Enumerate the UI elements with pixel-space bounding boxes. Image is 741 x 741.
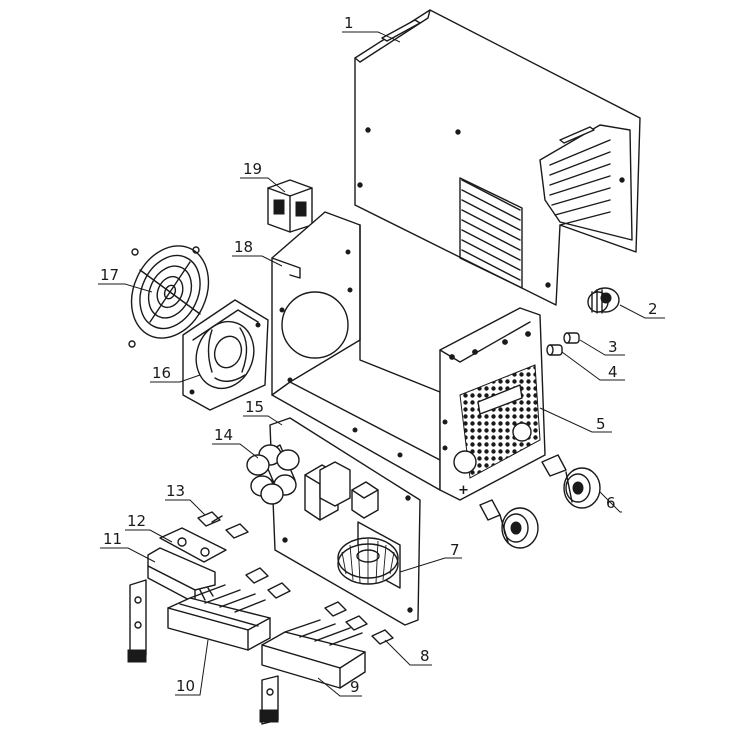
callout-5: 5 [539, 407, 612, 433]
part-number-11: 11 [103, 530, 122, 548]
control-knob [587, 287, 620, 314]
mounting-bracket-right [259, 675, 279, 725]
callout-7: 7 [399, 541, 462, 573]
front-panel: + [439, 307, 546, 501]
part-number-14: 14 [214, 426, 233, 444]
part-number-16: 16 [152, 364, 171, 382]
callout-4: 4 [561, 351, 625, 381]
part-number-17: 17 [100, 266, 119, 284]
callout-1: 1 [342, 14, 401, 43]
top-cover [354, 9, 641, 306]
part-number-5: 5 [596, 415, 606, 433]
part-number-10: 10 [176, 677, 195, 695]
callout-6: 6 [599, 491, 622, 513]
transistor-pair-left [245, 567, 291, 599]
rocker-switch [267, 179, 313, 233]
bridge-rectifier [159, 527, 227, 563]
heatsink-10 [167, 584, 271, 651]
fan-guard [128, 245, 210, 348]
output-socket-left [479, 499, 539, 549]
cooling-fan [182, 299, 269, 411]
part-number-1: 1 [344, 14, 354, 32]
cover-vent-louvers [459, 177, 523, 289]
callout-16: 16 [150, 364, 201, 383]
part-number-19: 19 [243, 160, 262, 178]
transistors-8 [324, 601, 394, 645]
callout-18: 18 [232, 238, 283, 267]
toroidal-inductor [337, 537, 399, 585]
callout-13: 13 [165, 482, 206, 516]
part-number-7: 7 [450, 541, 460, 559]
part-number-15: 15 [245, 398, 264, 416]
chassis-frame [271, 211, 441, 491]
callout-19: 19 [240, 160, 286, 193]
capacitors [246, 444, 300, 505]
callout-8: 8 [384, 639, 432, 666]
part-number-3: 3 [608, 338, 618, 356]
indicator-cap-4 [546, 344, 563, 356]
part-number-2: 2 [648, 300, 658, 318]
part-number-6: 6 [606, 494, 616, 512]
callout-10: 10 [175, 639, 209, 696]
part-number-13: 13 [166, 482, 185, 500]
part-number-9: 9 [350, 678, 360, 696]
callout-11: 11 [100, 530, 156, 563]
part-number-18: 18 [234, 238, 253, 256]
callout-14: 14 [212, 426, 259, 459]
callout-12: 12 [125, 512, 173, 543]
part-number-4: 4 [608, 363, 618, 381]
transistors-13 [197, 511, 249, 539]
output-socket-right [541, 454, 601, 509]
callout-2: 2 [619, 300, 665, 319]
cover-rear-louvers [539, 124, 633, 241]
part-number-8: 8 [420, 647, 430, 665]
heatsink-9 [261, 619, 366, 689]
mounting-bracket-left [127, 579, 147, 663]
front-panel-plus-symbol: + [458, 483, 469, 498]
callout-3: 3 [579, 338, 625, 356]
rectifier-heatsink [147, 547, 216, 604]
part-number-12: 12 [127, 512, 146, 530]
callout-17: 17 [98, 266, 153, 293]
callout-9: 9 [317, 677, 362, 697]
callout-15: 15 [243, 398, 283, 426]
indicator-cap-3 [563, 332, 580, 344]
